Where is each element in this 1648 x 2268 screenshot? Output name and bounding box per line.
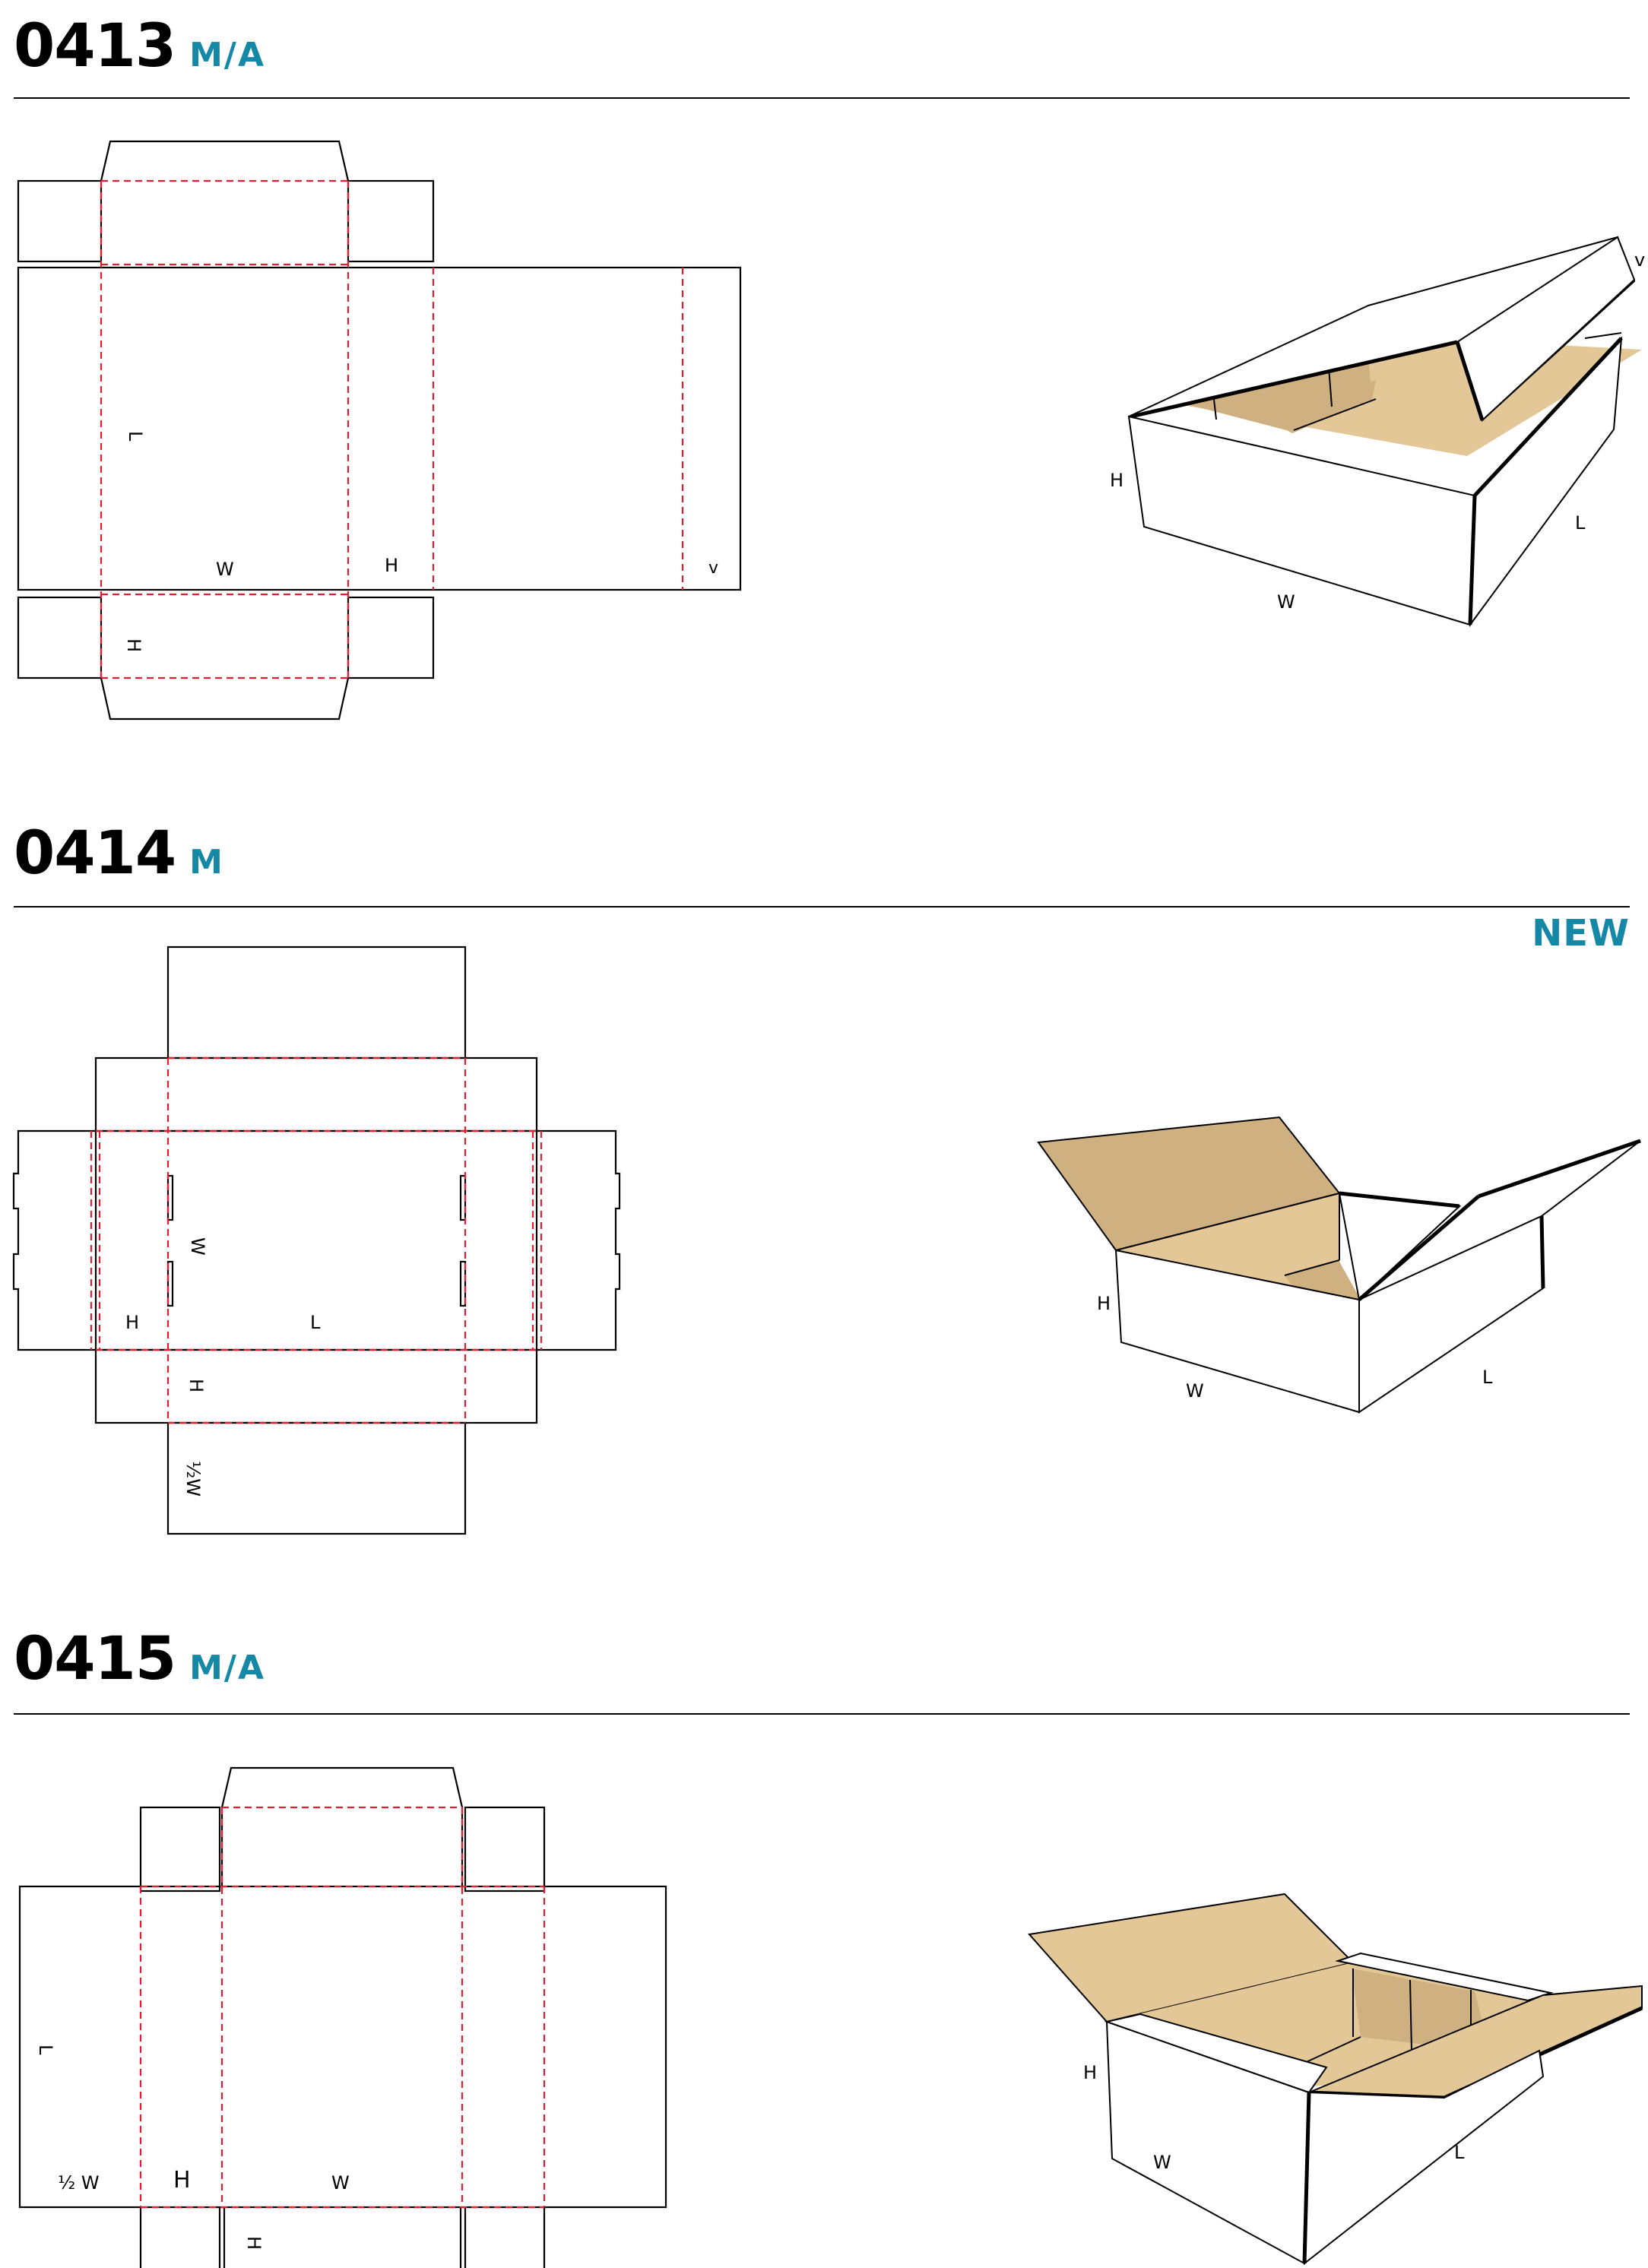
new-badge: NEW — [1532, 912, 1630, 955]
section-divider — [14, 1713, 1630, 1715]
style-code: 0413 — [14, 12, 176, 81]
box-illustration: H W L v — [1110, 236, 1645, 628]
box-label-v: v — [1634, 249, 1645, 271]
die-label-v: v — [708, 559, 718, 578]
style-code: 0414 — [14, 819, 176, 888]
style-suffix: M/A — [189, 36, 266, 74]
section-divider — [14, 97, 1630, 99]
box-label-length: L — [1454, 2142, 1465, 2163]
die-label-length: L — [35, 2045, 56, 2055]
die-label-length: L — [310, 1312, 321, 1333]
die-label-width: W — [216, 559, 234, 580]
box-label-height: H — [1097, 1293, 1111, 1314]
box-label-length: L — [1575, 512, 1586, 534]
die-label-width: W — [331, 2172, 350, 2194]
die-cut-template: L W H v H — [17, 140, 742, 721]
die-label-height: H — [385, 555, 398, 576]
die-label-half-width: ½ W — [58, 2172, 100, 2194]
box-label-height: H — [1083, 2062, 1097, 2083]
die-label-height-flap: H — [185, 1379, 207, 1392]
style-suffix: M/A — [189, 1649, 266, 1687]
die-label-height: H — [125, 1312, 139, 1333]
die-label-height-flap: H — [123, 638, 144, 652]
die-cut-template: L ½ W H W H — [18, 1766, 667, 2268]
box-label-height: H — [1110, 470, 1123, 491]
die-label-length: L — [125, 431, 146, 442]
die-label-half-width: ½W — [182, 1461, 204, 1497]
box-label-width: W — [1277, 591, 1295, 613]
box-illustration: H W L — [1028, 1893, 1643, 2266]
box-label-width: W — [1186, 1380, 1204, 1402]
die-label-height-flap: H — [243, 2236, 265, 2250]
section-divider — [14, 906, 1630, 908]
box-label-length: L — [1482, 1367, 1493, 1388]
die-label-width: W — [187, 1237, 208, 1256]
die-label-height: H — [173, 2167, 191, 2194]
style-suffix: M — [189, 843, 224, 882]
style-code: 0415 — [14, 1625, 176, 1693]
box-label-width: W — [1153, 2152, 1171, 2173]
box-illustration: H W L — [1037, 1116, 1641, 1414]
die-cut-template: W H L H ½W — [12, 946, 621, 1535]
